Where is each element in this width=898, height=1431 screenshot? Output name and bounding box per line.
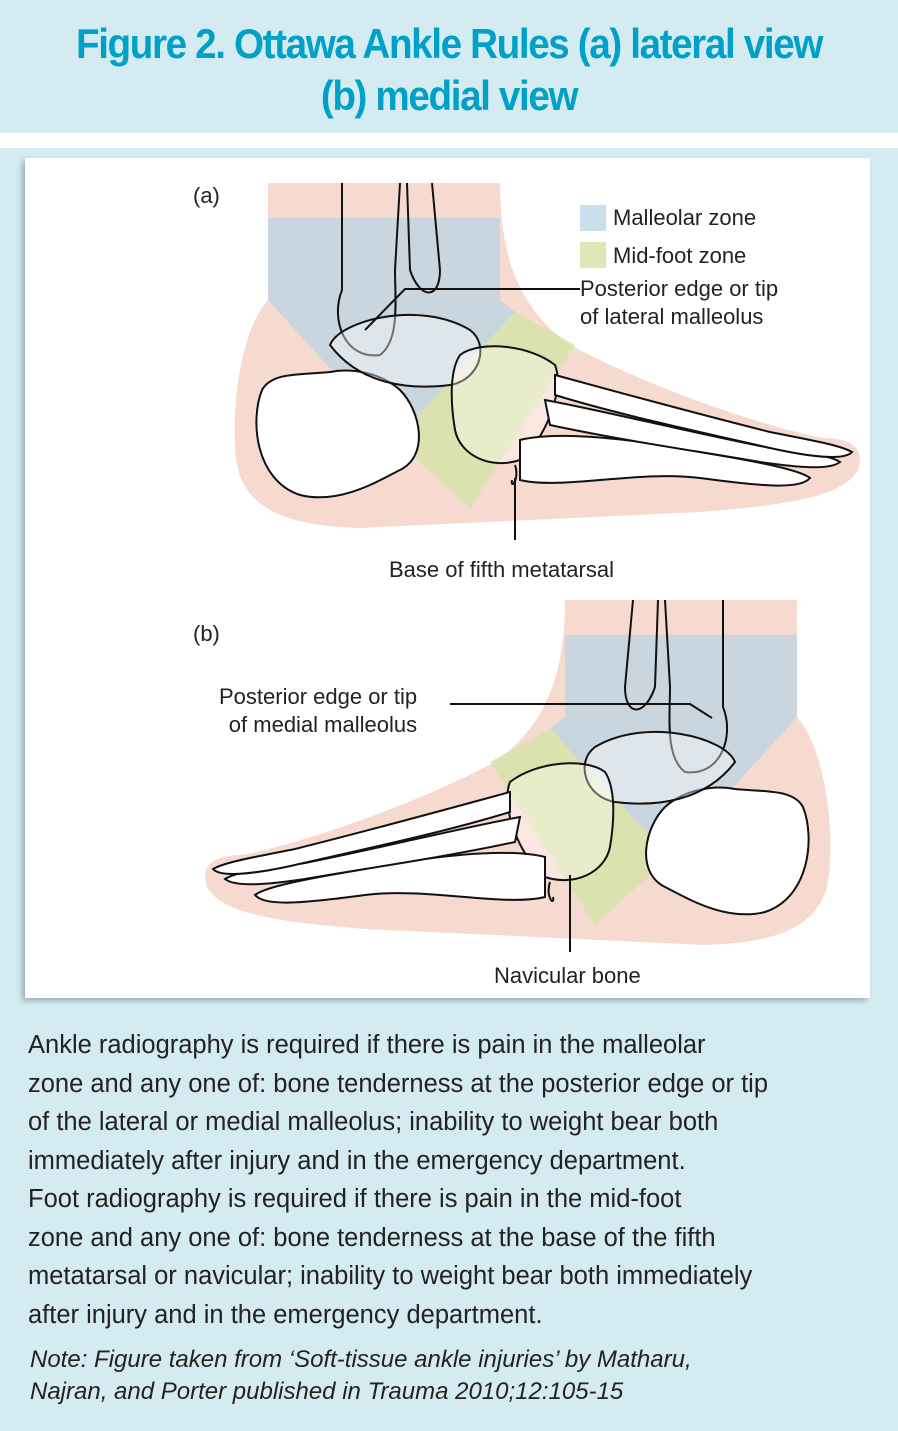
label-line: of medial malleolus	[228, 712, 418, 737]
lateral-malleolus-leader	[364, 288, 580, 331]
medial-malleolus-leader	[450, 703, 713, 719]
title-line: Figure 2. Ottawa Ankle Rules (a) lateral…	[75, 20, 823, 67]
medial-malleolus-label: Posterior edge or tip of medial malleolu…	[219, 683, 417, 739]
label-line: Posterior edge or tip	[219, 684, 418, 709]
figure-title: Figure 2. Ottawa Ankle Rules (a) lateral…	[0, 0, 898, 133]
body-line: zone and any one of: bone tenderness at …	[28, 1223, 716, 1252]
body-line: after injury and in the emergency depart…	[28, 1300, 543, 1329]
midfoot-zone-swatch	[580, 242, 606, 268]
body-line: immediately after injury and in the emer…	[28, 1146, 686, 1175]
malleolar-zone-swatch	[580, 205, 606, 231]
lateral-malleolus-label: Posterior edge or tip of lateral malleol…	[580, 275, 778, 331]
note-line: Note: Figure taken from ‘Soft-tissue ank…	[30, 1346, 692, 1373]
body-line: of the lateral or medial malleolus; inab…	[28, 1108, 719, 1136]
body-paragraph: Ankle radiography is required if there i…	[28, 1026, 768, 1334]
source-note: Note: Figure taken from ‘Soft-tissue ank…	[30, 1344, 692, 1408]
label-line: Posterior edge or tip	[580, 276, 779, 301]
title-line: (b) medial view	[320, 72, 579, 119]
body-line: metatarsal or navicular; inability to we…	[28, 1262, 753, 1290]
panel-a-label: (a)	[193, 183, 220, 208]
navicular-label: Navicular bone	[494, 963, 641, 988]
label-line: of lateral malleolus	[580, 304, 764, 329]
panel-b-label: (b)	[193, 621, 220, 646]
body-line: Foot radiography is required if there is…	[28, 1185, 682, 1213]
body-line: Ankle radiography is required if there i…	[28, 1031, 706, 1059]
legend-midfoot-zone: Mid-foot zone	[613, 243, 747, 268]
body-line: zone and any one of: bone tenderness at …	[28, 1069, 769, 1098]
fifth-metatarsal-label: Base of fifth metatarsal	[389, 557, 614, 582]
note-line: Najran, and Porter published in Trauma 2…	[30, 1378, 624, 1405]
legend-malleolar-zone: Malleolar zone	[613, 205, 757, 230]
